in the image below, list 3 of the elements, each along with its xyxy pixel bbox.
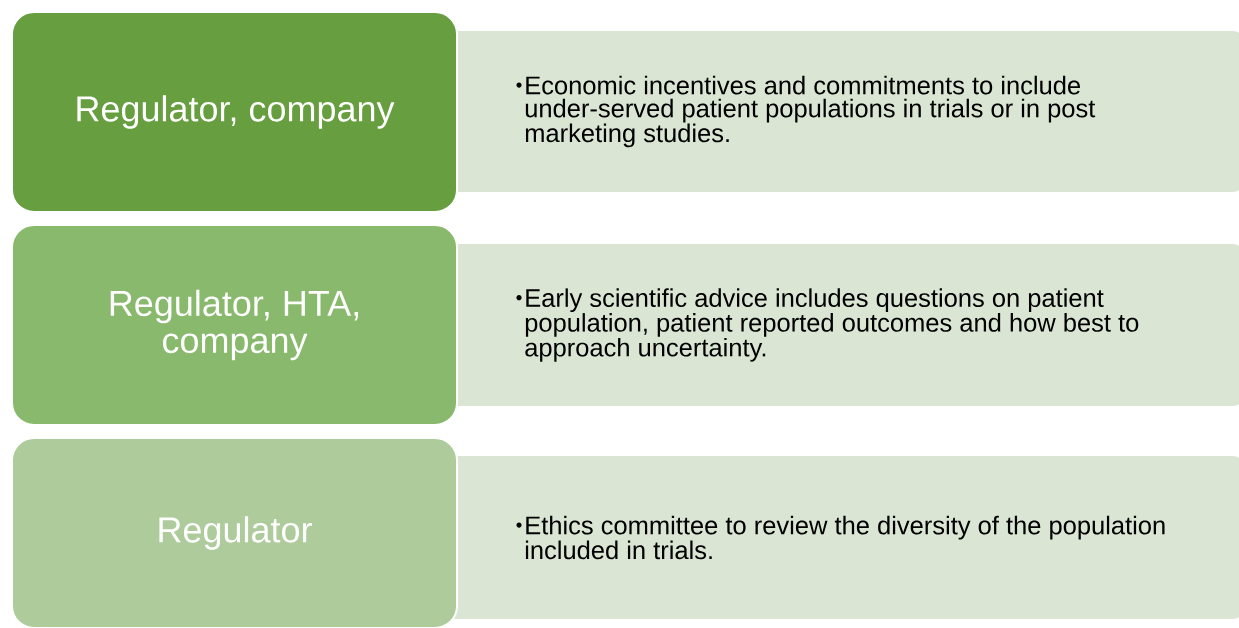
category-box: Regulator, HTA, company [11,224,458,426]
category-box: Regulator [11,437,458,628]
category-box: Regulator, company [11,11,458,213]
